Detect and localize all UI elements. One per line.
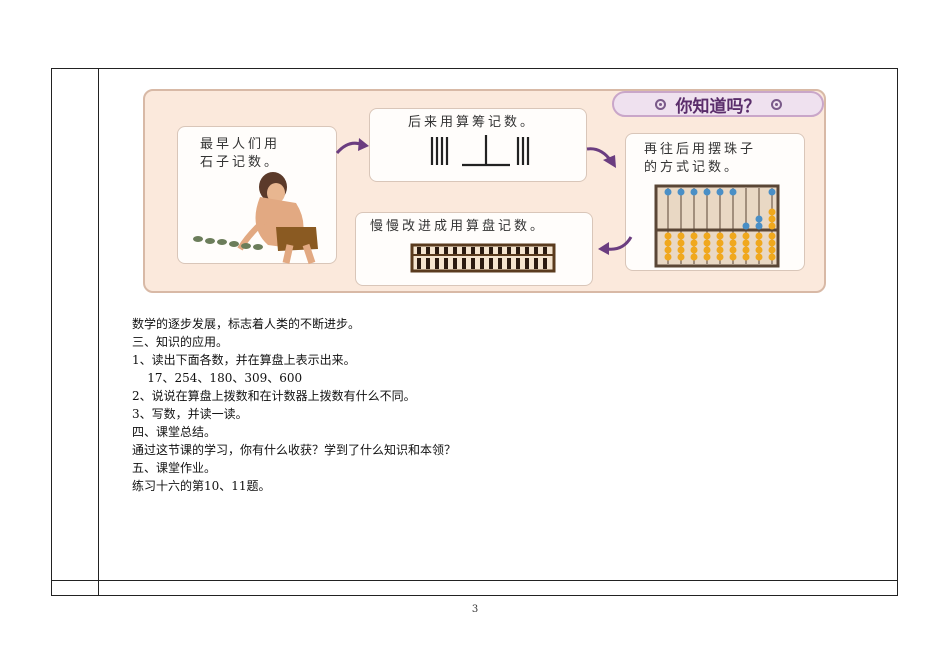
text-line: 通过这节课的学习，你有什么收获？学到了什么知识和本领？ xyxy=(132,443,457,457)
number-list: 17、254、180、309、600 xyxy=(132,371,303,385)
did-you-know-banner: 你知道吗？ xyxy=(612,91,824,117)
ring-icon xyxy=(770,98,782,110)
counting-rods-picture xyxy=(430,135,530,167)
text-line: 数学的逐步发展，标志着人类的不断进步。 xyxy=(132,317,361,331)
text-line: 练习十六的第10、11题。 xyxy=(132,479,271,493)
person-with-stones-picture xyxy=(193,172,318,265)
arrow-icon xyxy=(598,236,633,255)
section-heading: 三、知识的应用。 xyxy=(132,335,229,349)
rods-caption: 后来用算筹记数。 xyxy=(408,115,537,130)
section-heading: 四、课堂总结。 xyxy=(132,425,217,439)
stones-counting-card: 最早人们用 石子记数。 xyxy=(177,126,337,265)
table-row-divider xyxy=(52,580,897,581)
counting-rods-card: 后来用算筹记数。 xyxy=(369,108,587,182)
section-heading: 五、课堂作业。 xyxy=(132,461,217,475)
abacus-picture xyxy=(410,243,556,273)
banner-title: 你知道吗？ xyxy=(675,96,761,117)
table-column-divider xyxy=(98,69,99,595)
text-line: 3、写数，并读一读。 xyxy=(132,407,248,421)
ring-icon xyxy=(654,98,666,110)
text-line: 1、读出下面各数，并在算盘上表示出来。 xyxy=(132,353,356,367)
page-number: 3 xyxy=(471,604,479,615)
stones-caption-line1: 最早人们用 xyxy=(200,137,281,152)
text-line: 2、说说在算盘上拨数和在计数器上拨数有什么不同。 xyxy=(132,389,416,403)
beads-counting-card: 再往后用摆珠子 的方式记数。 xyxy=(625,133,805,271)
did-you-know-illustration: 你知道吗？ 最早人们用 石子记数。 后来用算筹记数。 xyxy=(143,89,826,293)
table-frame xyxy=(51,68,898,596)
beads-caption-line2: 的方式记数。 xyxy=(644,160,741,175)
arrow-icon xyxy=(335,138,369,155)
stones-caption-line2: 石子记数。 xyxy=(200,155,281,170)
arrow-icon xyxy=(586,147,616,168)
abacus-counting-card: 慢慢改进成用算盘记数。 xyxy=(355,212,593,286)
beads-caption-line1: 再往后用摆珠子 xyxy=(644,142,757,157)
abacus-caption: 慢慢改进成用算盘记数。 xyxy=(370,219,547,234)
bead-board-picture xyxy=(654,184,780,268)
